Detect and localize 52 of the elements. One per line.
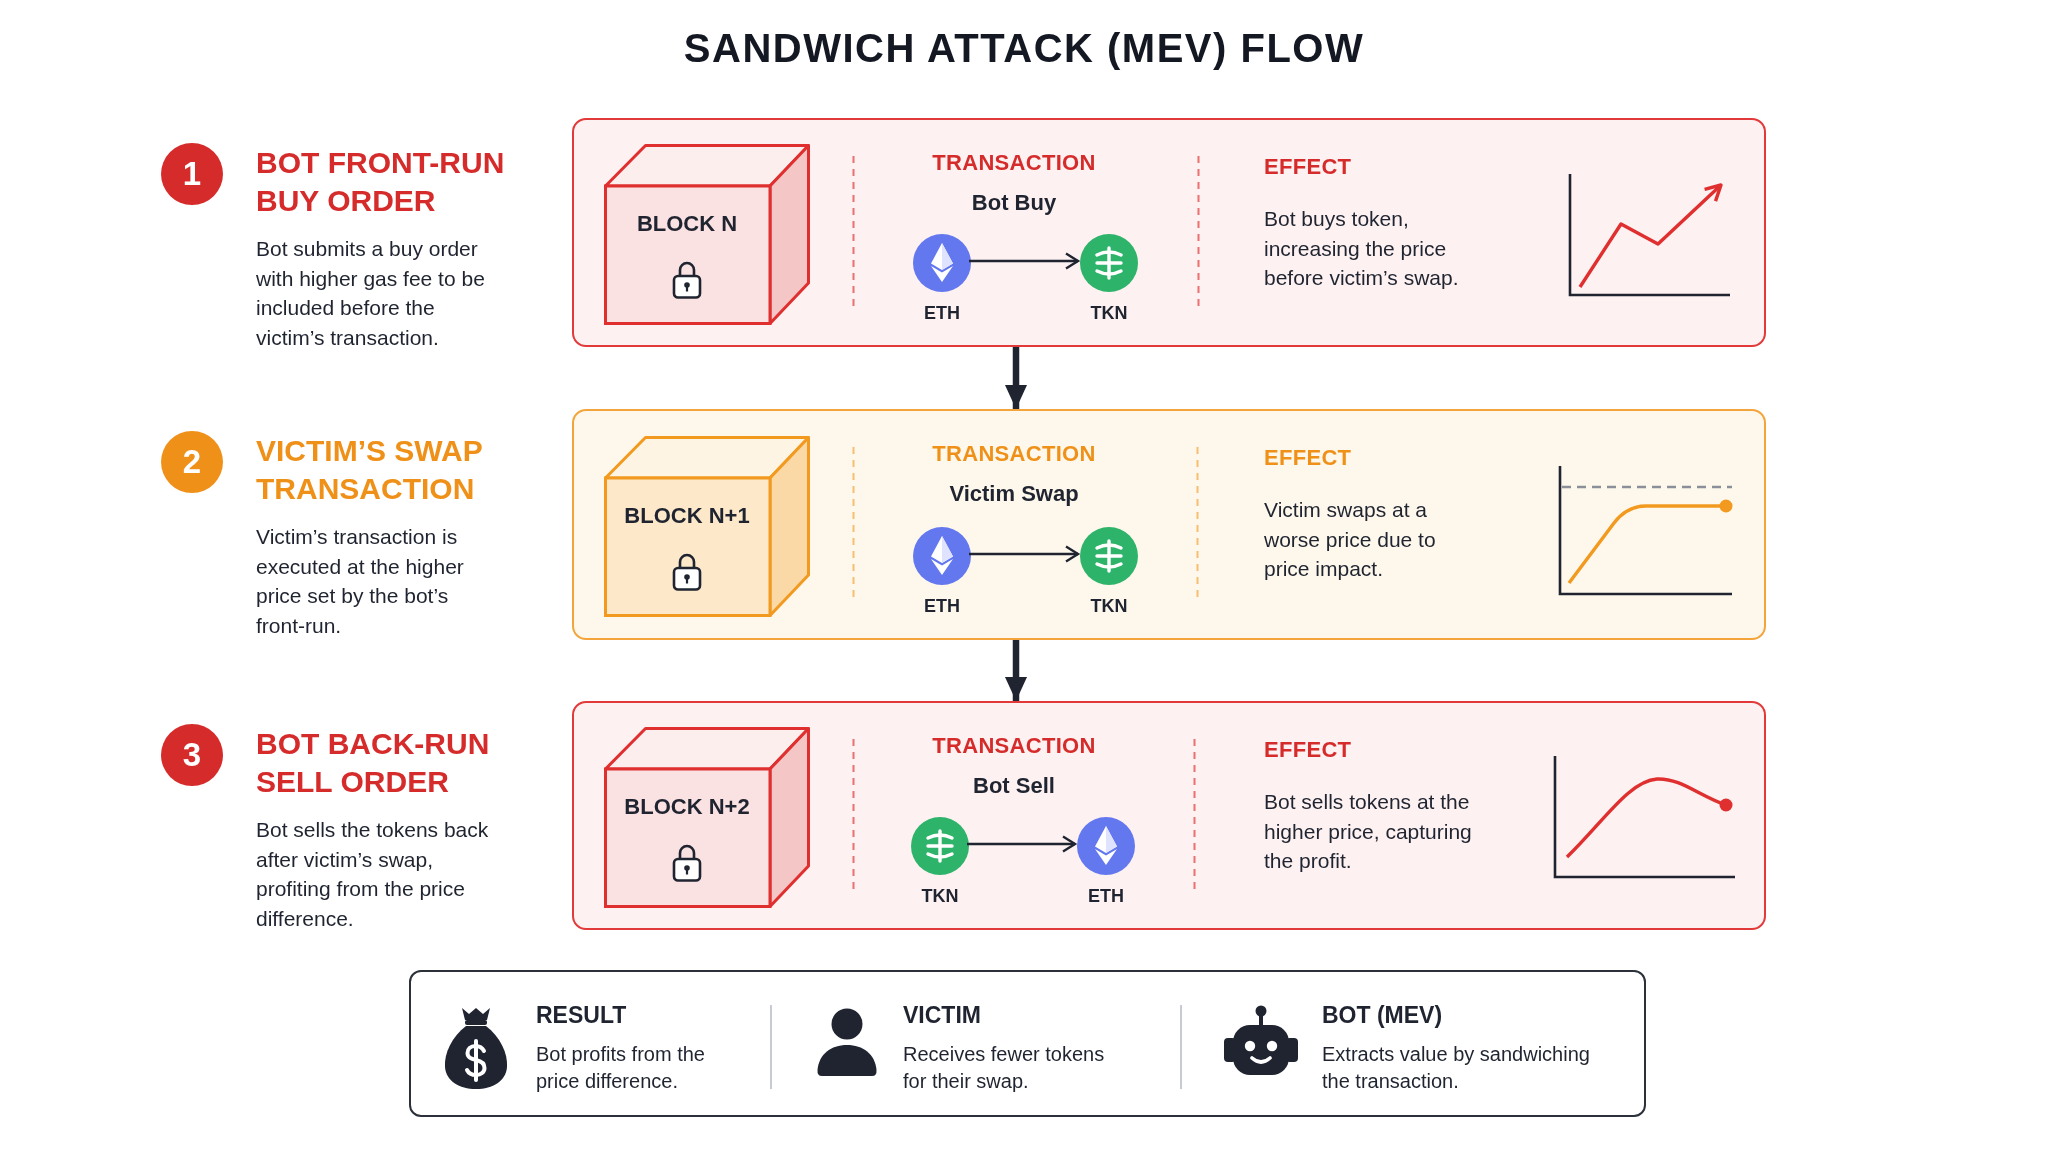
section-heading: EFFECT [1264, 444, 1352, 472]
diamond-coin-icon [913, 527, 971, 585]
step-description: Victim’s transaction is executed at the higher price set by the bot’s front-run. [256, 524, 465, 639]
step-description: Bot sells the tokens back after victim’s swap, profiting from the price difference. [256, 817, 490, 932]
token-coin-icon [1080, 527, 1138, 585]
coin-label: ETH [924, 302, 960, 324]
coin-label: ETH [924, 595, 960, 617]
token-coin-icon [1080, 234, 1138, 292]
summary-description: Bot profits from the price difference. [536, 1042, 706, 1094]
summary-heading: VICTIM [903, 1001, 981, 1029]
summary-description: Receives fewer tokens for their swap. [903, 1042, 1106, 1094]
coin-label: TKN [1090, 595, 1128, 617]
effect-description: Bot buys token, increasing the price before victim’s swap. [1264, 206, 1460, 291]
diagram-title: SANDWICH ATTACK (MEV) FLOW [683, 25, 1365, 72]
section-heading: TRANSACTION [932, 440, 1096, 468]
step-heading: BOT BACK-RUN SELL ORDER [256, 726, 491, 800]
diamond-coin-icon [913, 234, 971, 292]
arrow [969, 545, 1080, 563]
summary-panel [409, 970, 1646, 1117]
step-heading: VICTIM’S SWAP TRANSACTION [256, 433, 484, 507]
transaction-name: Victim Swap [949, 480, 1079, 508]
arrow [969, 252, 1080, 270]
step-heading: BOT FRONT-RUN BUY ORDER [256, 145, 506, 219]
section-heading: EFFECT [1264, 736, 1352, 764]
block-label: BLOCK N [636, 210, 738, 238]
diamond-coin-icon [1077, 817, 1135, 875]
effect-description: Bot sells tokens at the higher price, capturing the profit. [1264, 789, 1473, 874]
step-panel [572, 701, 1766, 930]
summary-heading: RESULT [536, 1001, 627, 1029]
arrow [967, 835, 1077, 853]
token-coin-icon [911, 817, 969, 875]
transaction-name: Bot Buy [971, 189, 1057, 217]
arrow [1005, 640, 1027, 701]
step-description: Bot submits a buy order with higher gas fee to be included before the victim’s transaction. [256, 236, 486, 351]
step-panel [572, 409, 1766, 640]
coin-label: ETH [1088, 885, 1124, 907]
step-number: 1 [161, 143, 223, 205]
section-heading: EFFECT [1264, 153, 1352, 181]
coin-label: TKN [921, 885, 959, 907]
step-number: 3 [161, 724, 223, 786]
block-label: BLOCK N+1 [624, 502, 750, 530]
summary-description: Extracts value by sandwiching the transaction. [1322, 1042, 1591, 1094]
transaction-name: Bot Sell [973, 772, 1055, 800]
coin-label: TKN [1090, 302, 1128, 324]
arrow [1005, 347, 1027, 409]
section-heading: TRANSACTION [932, 149, 1096, 177]
section-heading: TRANSACTION [932, 732, 1096, 760]
step-panel [572, 118, 1766, 347]
summary-heading: BOT (MEV) [1322, 1001, 1443, 1029]
block-label: BLOCK N+2 [624, 793, 750, 821]
effect-description: Victim swaps at a worse price due to price impact. [1264, 497, 1437, 582]
step-number: 2 [161, 431, 223, 493]
